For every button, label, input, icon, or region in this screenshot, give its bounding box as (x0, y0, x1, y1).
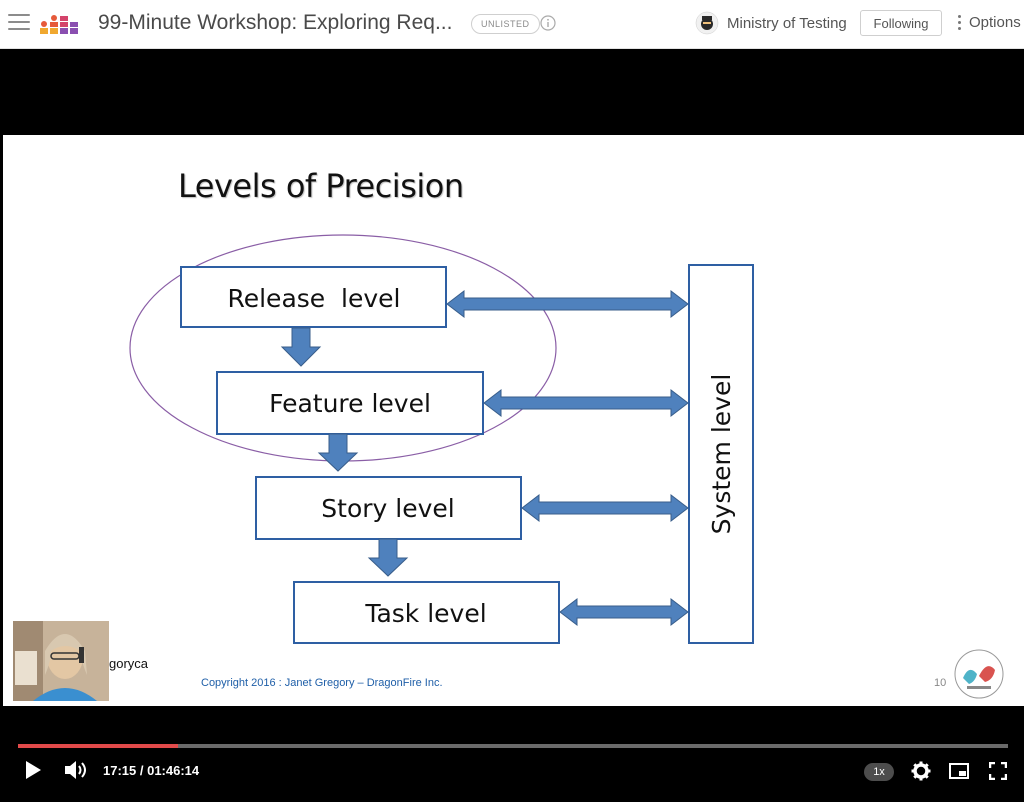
feature-level-label: Feature level (269, 389, 431, 418)
double-arrow-icon (446, 289, 689, 319)
task-level-label: Task level (364, 599, 486, 628)
channel-name[interactable]: Ministry of Testing (727, 15, 847, 32)
play-icon[interactable] (24, 760, 42, 780)
fullscreen-icon[interactable] (989, 762, 1007, 780)
playback-speed-button[interactable]: 1x (864, 763, 894, 781)
top-bar: 99-Minute Workshop: Exploring Req... UNL… (0, 0, 1024, 49)
menu-icon[interactable] (8, 14, 30, 32)
kebab-icon (958, 15, 962, 33)
video-title[interactable]: 99-Minute Workshop: Exploring Req... (98, 11, 453, 34)
slide-page-number: 10 (934, 677, 947, 689)
system-level-box (688, 264, 754, 644)
presenter-webcam (13, 621, 109, 701)
system-level-label: System level (707, 374, 736, 535)
feature-level-box (216, 371, 484, 435)
time-display: 17:15 / 01:46:14 (103, 763, 200, 778)
agile-testing-fellowship-logo-icon (954, 649, 1004, 699)
channel-avatar-icon[interactable] (695, 11, 719, 35)
double-arrow-icon (521, 493, 689, 523)
video-player[interactable]: Levels of Precision Release level Featur… (0, 49, 1024, 802)
story-level-label: Story level (321, 494, 454, 523)
task-level-box (293, 581, 560, 644)
levels-diagram: Release level Feature level Story level … (129, 234, 754, 644)
slide-frame: Levels of Precision Release level Featur… (3, 135, 1024, 706)
double-arrow-icon (483, 388, 689, 418)
progress-bar[interactable] (18, 744, 1008, 748)
settings-gear-icon[interactable] (911, 761, 931, 781)
down-arrow-icon (280, 327, 322, 367)
story-level-box (255, 476, 522, 540)
site-logo-icon[interactable] (40, 12, 82, 38)
slide-copyright: Copyright 2016 : Janet Gregory – DragonF… (201, 677, 443, 689)
picture-in-picture-icon[interactable] (949, 763, 969, 779)
presenter-name-label: goryca (109, 656, 149, 671)
visibility-badge: UNLISTED (471, 14, 540, 34)
options-label: Options (969, 14, 1021, 31)
progress-fill (18, 744, 179, 748)
release-level-box (180, 266, 447, 328)
down-arrow-icon (367, 538, 409, 577)
release-level-label: Release level (227, 284, 400, 313)
following-button[interactable]: Following (860, 10, 942, 36)
info-icon[interactable] (540, 15, 556, 31)
slide-title: Levels of Precision (178, 167, 464, 205)
volume-icon[interactable] (64, 759, 88, 781)
double-arrow-icon (559, 597, 689, 627)
down-arrow-icon (317, 433, 359, 472)
